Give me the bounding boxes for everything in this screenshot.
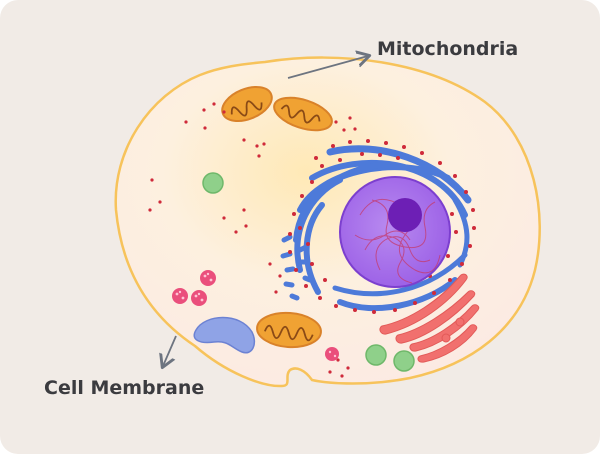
vacuole-icon (193, 316, 256, 354)
cell-membrane-arrow (163, 335, 177, 366)
mitochondrion-icon (221, 86, 273, 122)
cell-membrane-label: Cell Membrane (44, 377, 205, 399)
vesicle-icon (202, 172, 415, 372)
ribosome-icon (148, 102, 476, 378)
nucleus-icon (339, 176, 451, 288)
cell-membrane (114, 56, 541, 388)
mitochondrion-icon (256, 311, 322, 349)
golgi-apparatus-icon (379, 273, 480, 363)
mitochondria-label: Mitochondria (377, 38, 519, 60)
mitochondrion-icon (273, 96, 333, 132)
lysosome-icon (172, 270, 339, 361)
nucleolus-icon (388, 198, 422, 232)
mitochondria-arrow (287, 56, 368, 79)
